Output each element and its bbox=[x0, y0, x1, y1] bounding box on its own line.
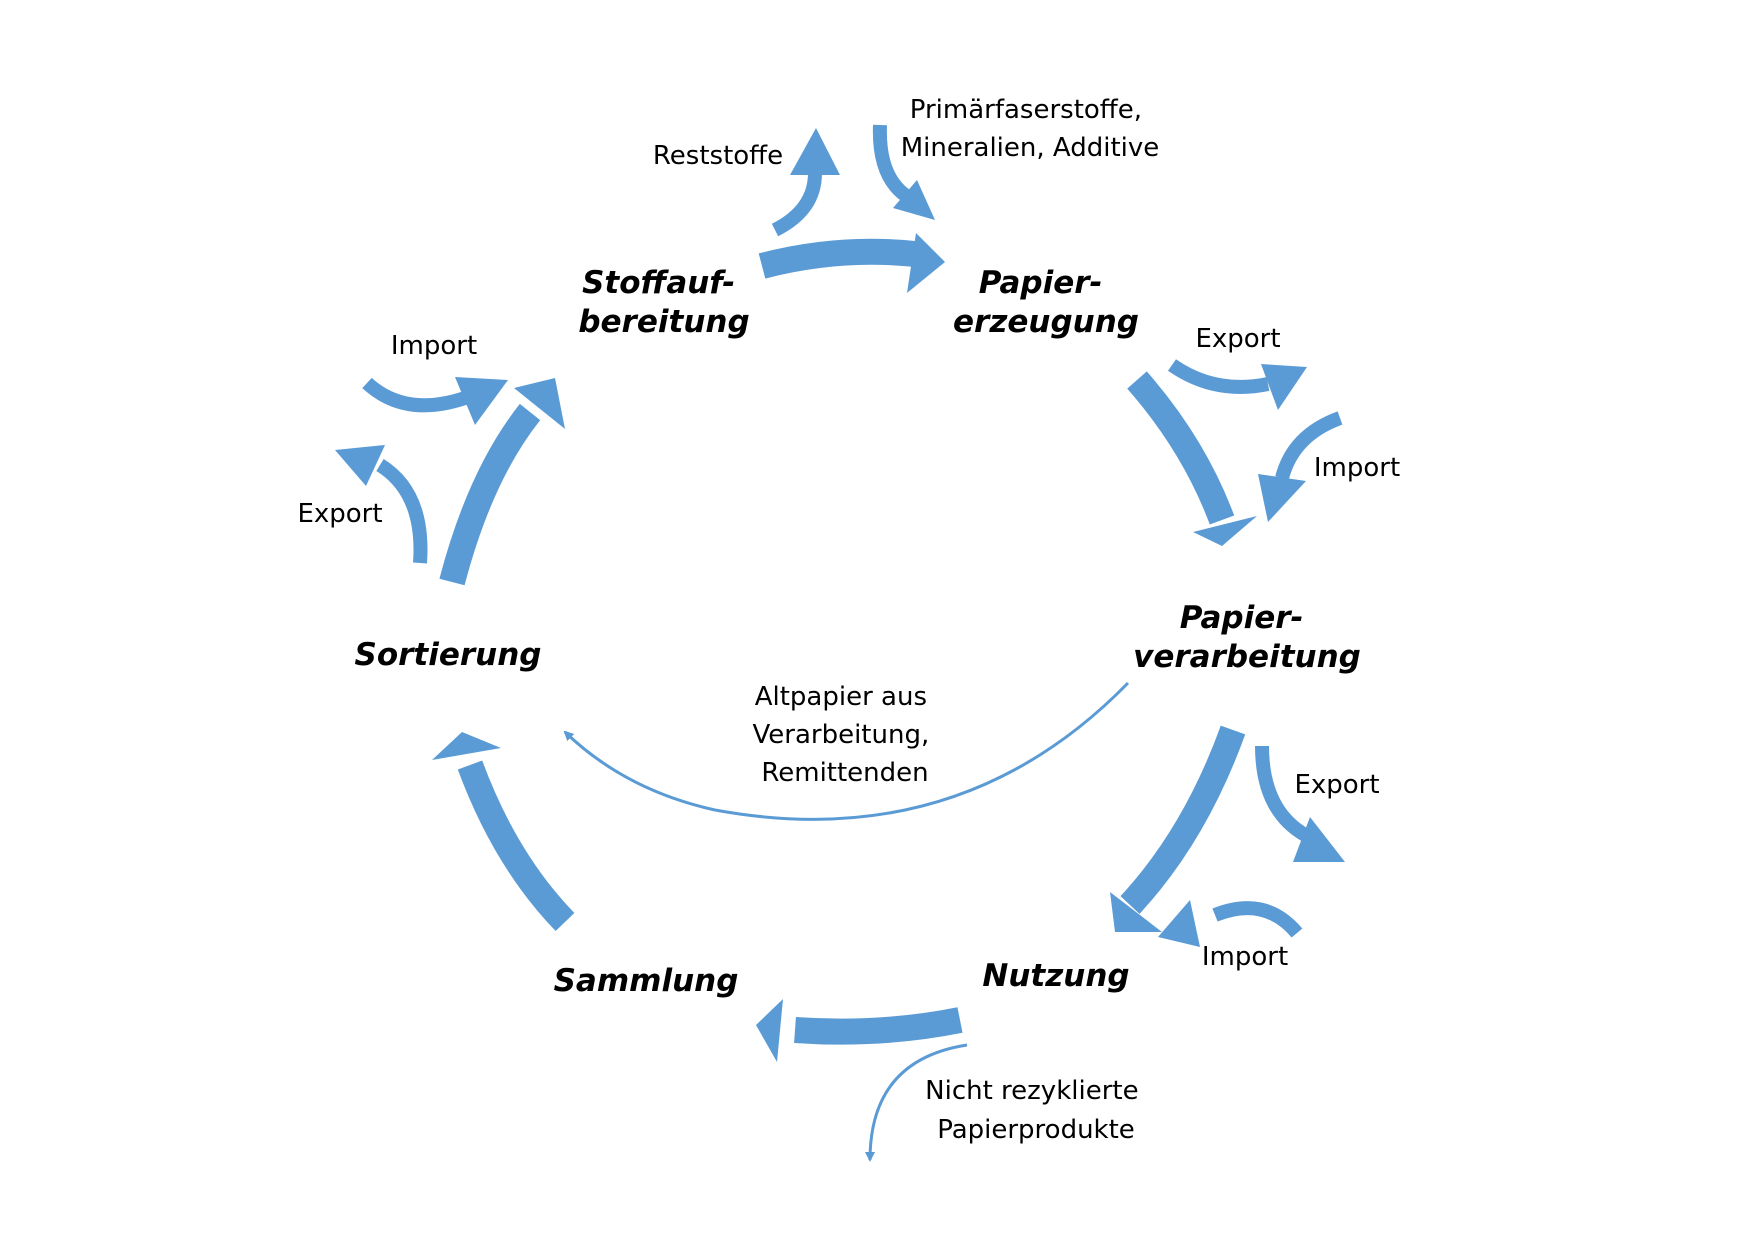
label-import-papierverarbeitung: Import bbox=[1314, 453, 1400, 483]
label-export-papierverarbeitung: Export bbox=[1294, 770, 1379, 800]
label-import-sortierung: Import bbox=[391, 331, 477, 361]
label-export-sortierung: Export bbox=[297, 499, 382, 529]
arrow-export-papiererzeugung bbox=[1167, 359, 1307, 410]
label-reststoffe: Reststoffe bbox=[653, 141, 783, 171]
label-export-papiererzeugung: Export bbox=[1195, 324, 1280, 354]
label-primaerfaserstoffe-line-2: Mineralien, Additive bbox=[901, 133, 1160, 163]
stage-sortierung: Sortierung bbox=[355, 637, 542, 673]
main-cycle-arrows bbox=[432, 233, 1257, 1062]
label-primaerfaserstoffe-line-1: Primärfaserstoffe, bbox=[910, 95, 1142, 125]
thin-flow-arrows bbox=[563, 681, 1130, 1162]
arrow-import-sortierung bbox=[362, 377, 508, 425]
arrow-import-papierverarbeitung bbox=[1258, 411, 1343, 522]
label-altpapier: Altpapier aus Verarbeitung, Remittenden bbox=[753, 682, 938, 788]
label-nicht-rezyklierte-line-2: Papierprodukte bbox=[937, 1115, 1135, 1145]
arrow-altpapier-return bbox=[563, 681, 1130, 821]
arrow-papierverarbeitung-to-nutzung bbox=[1110, 725, 1246, 932]
stage-sammlung: Sammlung bbox=[554, 963, 739, 999]
label-import-nutzung: Import bbox=[1202, 942, 1288, 972]
stage-stoffaufbereitung: Stoffauf- bereitung bbox=[578, 265, 749, 340]
arrow-papiererzeugung-to-papierverarbeitung bbox=[1127, 371, 1257, 546]
stage-labels: Stoffauf- bereitung Papier- erzeugung Pa… bbox=[355, 265, 1361, 999]
arrow-export-sortierung bbox=[335, 445, 428, 564]
stage-papierverarbeitung-line-1: Papier- bbox=[1180, 600, 1304, 636]
arrow-reststoffe-out bbox=[771, 128, 840, 237]
label-altpapier-line-3: Remittenden bbox=[761, 758, 928, 788]
stage-papierverarbeitung-line-2: verarbeitung bbox=[1133, 639, 1361, 675]
arrow-nutzung-to-sammlung bbox=[756, 999, 963, 1062]
arrow-export-papierverarbeitung bbox=[1255, 745, 1345, 862]
arrow-import-nutzung bbox=[1158, 900, 1303, 947]
label-altpapier-line-1: Altpapier aus bbox=[755, 682, 927, 712]
stage-papiererzeugung: Papier- erzeugung bbox=[953, 265, 1139, 340]
arrow-sortierung-to-stoffaufbereitung bbox=[439, 378, 565, 586]
flow-labels: Reststoffe Primärfaserstoffe, Mineralien… bbox=[297, 95, 1400, 1145]
label-nicht-rezyklierte: Nicht rezyklierte Papierprodukte bbox=[925, 1076, 1147, 1145]
stage-stoffaufbereitung-line-2: bereitung bbox=[578, 304, 749, 340]
stage-papiererzeugung-line-2: erzeugung bbox=[953, 304, 1139, 340]
stage-papierverarbeitung: Papier- verarbeitung bbox=[1133, 600, 1361, 675]
arrow-stoffaufbereitung-to-papiererzeugung bbox=[758, 233, 945, 293]
arrow-sammlung-to-sortierung bbox=[432, 732, 575, 932]
stage-stoffaufbereitung-line-1: Stoffauf- bbox=[582, 265, 735, 301]
side-flow-arrows bbox=[335, 124, 1345, 947]
stage-nutzung: Nutzung bbox=[982, 958, 1129, 994]
arrow-nicht-rezyklierte-out bbox=[865, 1043, 968, 1162]
label-altpapier-line-2: Verarbeitung, bbox=[753, 720, 930, 750]
label-primaerfaserstoffe: Primärfaserstoffe, Mineralien, Additive bbox=[901, 95, 1160, 163]
arrow-primaerfaserstoffe-in bbox=[872, 124, 935, 220]
stage-papiererzeugung-line-1: Papier- bbox=[979, 265, 1103, 301]
label-nicht-rezyklierte-line-1: Nicht rezyklierte bbox=[925, 1076, 1138, 1106]
